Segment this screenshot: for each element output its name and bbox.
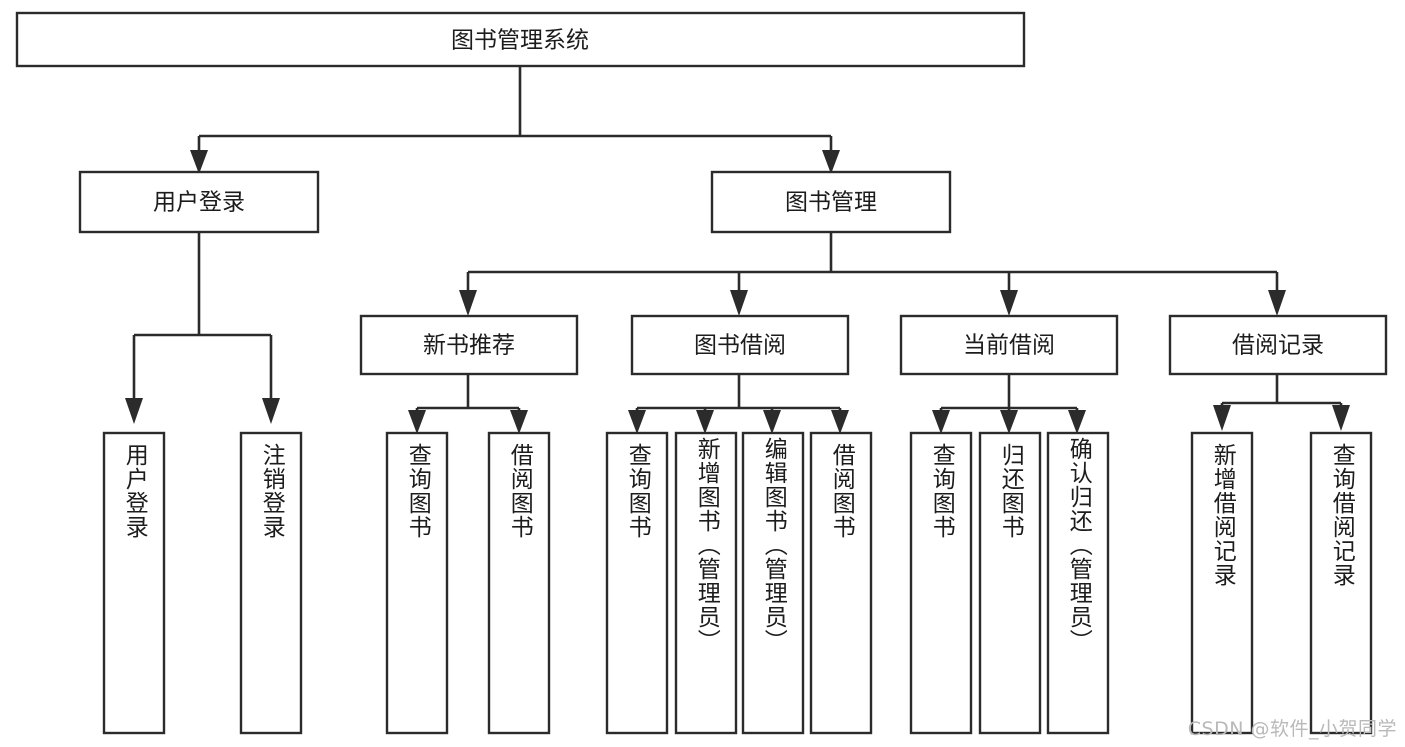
leaf-box-user-login-1[interactable] [102, 431, 166, 735]
node-user-login[interactable]: 用户登录 [78, 170, 320, 234]
connector-root-to-level1 [190, 66, 840, 174]
node-borrow-record-label: 借阅记录 [1232, 333, 1324, 359]
node-root-label: 图书管理系统 [451, 28, 589, 54]
leaf-box-borrow-record-1[interactable] [1190, 431, 1254, 735]
node-current-borrow-label: 当前借阅 [963, 333, 1055, 359]
node-current-borrow[interactable]: 当前借阅 [899, 314, 1119, 376]
leaf-box-user-login-2[interactable] [239, 431, 303, 735]
connector-userlogin-to-leaves [125, 232, 280, 424]
node-book-borrow-label: 图书借阅 [694, 333, 786, 359]
connector-bookmgmt-to-level2 [459, 232, 1286, 316]
node-user-login-label: 用户登录 [153, 190, 245, 216]
node-new-book-recommend-label: 新书推荐 [423, 333, 515, 359]
leaf-box-current-borrow-3[interactable] [1046, 431, 1110, 735]
leaf-box-book-borrow-4[interactable] [809, 431, 873, 735]
leaf-box-book-borrow-2[interactable] [674, 431, 738, 735]
node-new-book-recommend[interactable]: 新书推荐 [359, 314, 579, 376]
node-root[interactable]: 图书管理系统 [15, 11, 1026, 68]
leaf-box-book-borrow-3[interactable] [741, 431, 805, 735]
leaf-box-book-borrow-1[interactable] [605, 431, 669, 735]
leaf-box-current-borrow-1[interactable] [909, 431, 973, 735]
leaf-box-new-book-1[interactable] [385, 431, 449, 735]
connector-currentborrow-to-leaves [932, 374, 1086, 434]
node-book-management-label: 图书管理 [785, 190, 877, 216]
leaf-box-current-borrow-2[interactable] [978, 431, 1042, 735]
leaf-box-new-book-2[interactable] [487, 431, 551, 735]
connector-bookborrow-to-leaves [628, 374, 849, 434]
connector-borrowrecord-to-leaves [1213, 374, 1350, 431]
node-borrow-record[interactable]: 借阅记录 [1168, 314, 1388, 376]
leaf-box-borrow-record-2[interactable] [1309, 431, 1373, 735]
node-book-management[interactable]: 图书管理 [710, 170, 952, 234]
connector-newbook-to-leaves [408, 374, 528, 434]
csdn-watermark: CSDN @软件_小贺同学 [1187, 718, 1397, 740]
node-book-borrow[interactable]: 图书借阅 [630, 314, 850, 376]
